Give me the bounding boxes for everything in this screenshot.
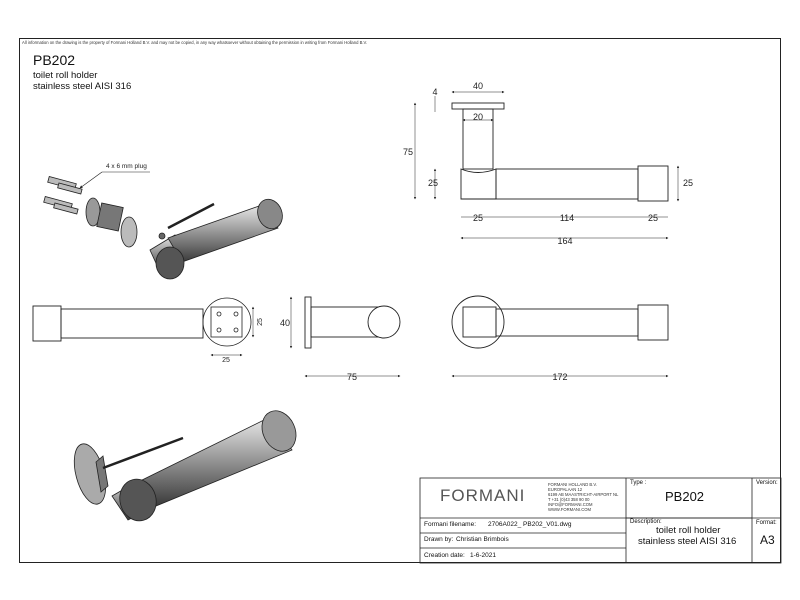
copyright-disclaimer: All information on the drawing is the pr… [22,40,368,45]
dim-seg-right: 25 [648,213,658,223]
dim-front-height: 75 [403,147,413,157]
type-label: Type : [630,480,647,486]
filename-value: 2706A022_ PB202_V01.dwg [488,521,572,528]
dim-seg-left: 25 [473,213,483,223]
front-view [451,102,669,202]
drawing-sheet-border [19,38,781,563]
mounting-plate-view [202,297,255,357]
brand-logo: FORMANI [440,486,526,505]
dim-side-depth: 75 [347,372,357,382]
dim-end-height-right: 25 [683,178,693,188]
dim-top-length: 172 [552,372,567,382]
dim-seg-mid: 114 [560,213,574,223]
dim-plate-thickness: 4 [432,87,437,97]
dim-plate-diameter: 40 [280,318,290,328]
type-value: PB202 [665,489,705,504]
description-line2: stainless steel AISI 316 [638,536,737,547]
dim-end-height-left: 25 [428,178,438,188]
company-address: FORMANI HOLLAND B.V. EUROPALAAN 12 6199 … [548,482,619,512]
top-view [451,295,669,349]
version-label: Version: [756,480,778,486]
description-line1: toilet roll holder [656,525,721,536]
title-block: FORMANI FORMANI HOLLAND B.V. EUROPALAAN … [420,478,781,563]
wall-plug-2 [53,182,83,215]
mounting-block [96,202,124,232]
exploded-view [43,175,283,280]
dim-front-total: 164 [557,236,572,246]
dim-stem-width: 20 [473,112,483,122]
dim-plate-height: 25 [257,318,264,326]
filename-label: Formani filename: [424,521,477,528]
set-screw [158,232,166,240]
front-view-dimensions: 40 4 20 75 25 25 25 114 25 164 [403,81,693,246]
description-label: Description: [630,519,662,525]
format-label: Format: [756,520,777,526]
creation-date-value: 1-6-2021 [470,552,497,559]
side-view [304,296,401,349]
cover-rosette [120,216,138,248]
plug-callout: 4 x 6 mm plug [106,163,147,170]
roll-pin [167,202,215,230]
holder-body [149,198,283,280]
drawn-by-value: Christian Brimbois [456,536,509,543]
product-code: PB202 [33,52,76,68]
dim-plate-width: 25 [222,357,230,364]
product-name: toilet roll holder [33,70,98,81]
creation-date-label: Creation date: [424,552,465,559]
dim-front-top-width: 40 [473,81,483,91]
product-material: stainless steel AISI 316 [33,81,132,92]
assembled-view [73,410,297,522]
plug-callout-leader [79,171,103,189]
format-value: A3 [760,533,775,547]
drawn-by-label: Drawn by: [424,536,454,543]
